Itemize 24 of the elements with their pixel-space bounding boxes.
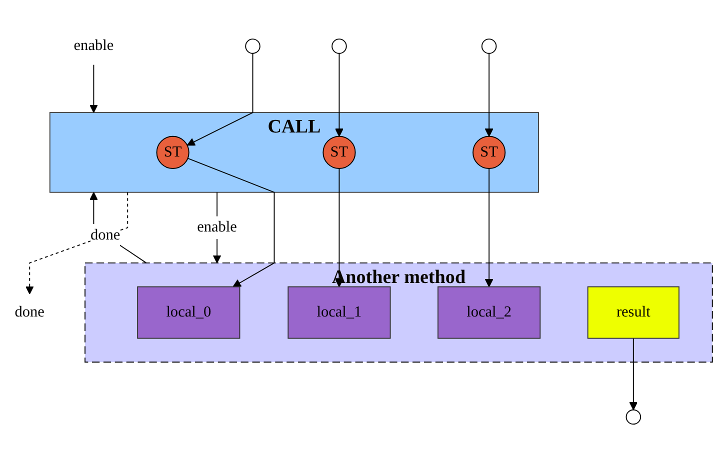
node-circle xyxy=(481,38,497,54)
node-box: local_1 xyxy=(288,286,391,339)
node-circle: ST xyxy=(472,136,506,170)
node-circle: ST xyxy=(156,136,190,170)
node-text: done xyxy=(14,304,44,320)
node-box: result xyxy=(587,286,680,339)
edge-label: done xyxy=(90,226,120,244)
node-box: local_0 xyxy=(137,286,240,339)
node-circle xyxy=(245,38,260,54)
arrow xyxy=(484,168,494,288)
edge-label: enable xyxy=(197,219,237,236)
arrow xyxy=(187,158,275,288)
arrow xyxy=(484,53,494,137)
arrow xyxy=(90,64,98,114)
node-text: enable xyxy=(74,38,114,54)
arrow xyxy=(90,192,147,264)
arrow xyxy=(186,53,254,146)
node-circle xyxy=(332,38,347,54)
node-circle xyxy=(626,409,642,425)
node-circle: ST xyxy=(322,136,356,170)
arrow xyxy=(629,338,638,410)
arrow xyxy=(335,168,344,288)
arrow xyxy=(335,53,344,137)
node-box: local_2 xyxy=(438,286,541,339)
